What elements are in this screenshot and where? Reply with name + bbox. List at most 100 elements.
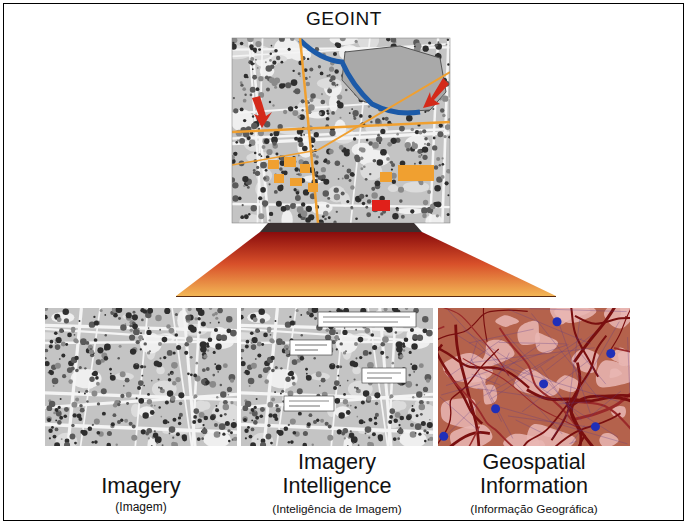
- tree: [289, 316, 291, 318]
- tree: [64, 442, 70, 446]
- tree: [326, 117, 330, 121]
- tree: [359, 114, 363, 118]
- map-road: [438, 427, 479, 446]
- tree: [159, 329, 161, 331]
- tree: [138, 380, 144, 386]
- tree: [338, 338, 340, 340]
- tree: [372, 432, 376, 436]
- tree: [47, 418, 51, 422]
- tree: [390, 408, 396, 414]
- map-line: [482, 382, 502, 422]
- tree: [429, 419, 431, 421]
- tree: [323, 190, 329, 196]
- field: [202, 401, 211, 410]
- tree: [267, 327, 272, 332]
- tree: [154, 430, 156, 432]
- tree: [257, 342, 262, 347]
- tree: [213, 351, 216, 354]
- tree: [74, 334, 76, 336]
- map-point: [591, 422, 600, 431]
- tree: [92, 441, 95, 444]
- tree: [346, 404, 348, 406]
- tree: [62, 308, 68, 314]
- tree: [313, 357, 316, 360]
- tree: [251, 420, 253, 422]
- tree: [422, 214, 427, 219]
- tree: [247, 426, 250, 429]
- tree: [278, 430, 284, 436]
- tree: [243, 99, 247, 103]
- tree: [386, 38, 390, 41]
- tree: [274, 391, 276, 393]
- tree: [376, 136, 382, 142]
- tree: [253, 420, 258, 425]
- field: [408, 403, 433, 424]
- tree: [274, 320, 276, 322]
- caption-subtitle: (Imagem): [115, 500, 166, 516]
- tree: [367, 442, 374, 446]
- tree: [342, 330, 347, 335]
- tree: [216, 405, 218, 407]
- tree: [434, 165, 438, 169]
- tree: [53, 385, 55, 387]
- tree: [370, 121, 372, 123]
- tree: [402, 342, 405, 345]
- tree: [442, 114, 446, 118]
- tree: [251, 123, 257, 129]
- tree: [281, 390, 284, 393]
- tree: [241, 308, 244, 311]
- tree: [326, 204, 330, 208]
- tree: [52, 378, 59, 385]
- tree: [367, 362, 374, 369]
- map-road: [438, 316, 444, 332]
- map-line: [440, 397, 482, 433]
- tree: [272, 141, 276, 145]
- tree: [147, 308, 153, 314]
- tree: [407, 414, 412, 419]
- tree: [166, 324, 171, 329]
- tree: [368, 418, 372, 422]
- tree: [48, 428, 52, 432]
- tree: [412, 405, 414, 407]
- tree: [396, 341, 403, 348]
- tree: [334, 194, 340, 200]
- tree: [114, 400, 120, 406]
- map-road: [438, 344, 442, 427]
- tree: [196, 308, 202, 312]
- tree: [366, 212, 371, 217]
- map-road: [438, 432, 490, 446]
- tree: [126, 392, 132, 398]
- tree: [217, 308, 223, 313]
- building: [274, 174, 284, 183]
- tree: [298, 412, 302, 416]
- map-line: [477, 388, 559, 400]
- tree: [129, 324, 132, 327]
- tree: [263, 333, 268, 338]
- tree: [308, 104, 315, 111]
- tree: [327, 435, 333, 441]
- map-line: [531, 314, 598, 399]
- tree: [264, 138, 269, 143]
- tree: [80, 338, 87, 345]
- tree: [284, 426, 289, 431]
- tree: [418, 433, 421, 436]
- tree: [49, 370, 53, 374]
- tree: [55, 344, 61, 350]
- map-road: [574, 308, 630, 362]
- tree: [133, 363, 139, 369]
- tree: [343, 351, 346, 354]
- tree: [92, 424, 94, 426]
- tree: [375, 413, 379, 417]
- tree: [261, 155, 263, 157]
- tree: [272, 61, 276, 65]
- tree: [359, 147, 363, 151]
- tree: [242, 416, 248, 422]
- tree: [309, 68, 313, 72]
- tree: [243, 119, 246, 122]
- tree: [260, 162, 267, 169]
- tree: [424, 143, 426, 145]
- tree: [276, 201, 282, 207]
- tree: [50, 340, 54, 344]
- tree: [125, 323, 127, 325]
- tree: [61, 342, 66, 347]
